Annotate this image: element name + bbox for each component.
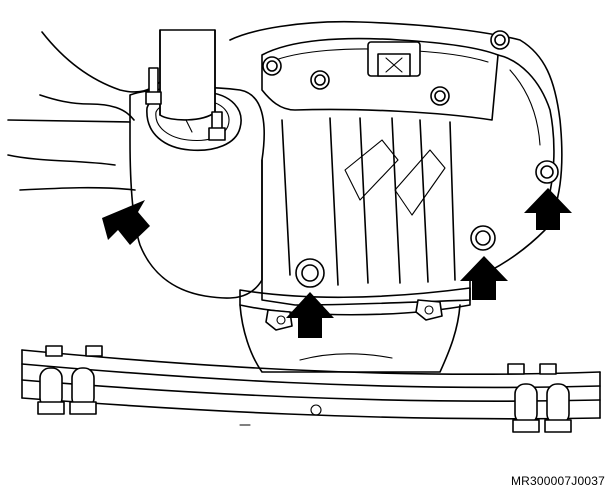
crossmember [21, 345, 601, 433]
callout-arrows [102, 188, 572, 338]
oil-pan [239, 299, 461, 373]
callout-arrow-right-lower [460, 256, 508, 300]
callout-arrow-left-upper [102, 200, 150, 245]
callout-arrow-right-upper [524, 188, 572, 230]
callout-arrow-center [286, 292, 334, 338]
mount-bolts [295, 160, 559, 288]
carrier-housing [129, 29, 265, 299]
figure-reference-code: MR300007J0037 [510, 474, 605, 488]
vehicle-body-outline [7, 31, 161, 191]
transfer-case-body [229, 20, 563, 316]
